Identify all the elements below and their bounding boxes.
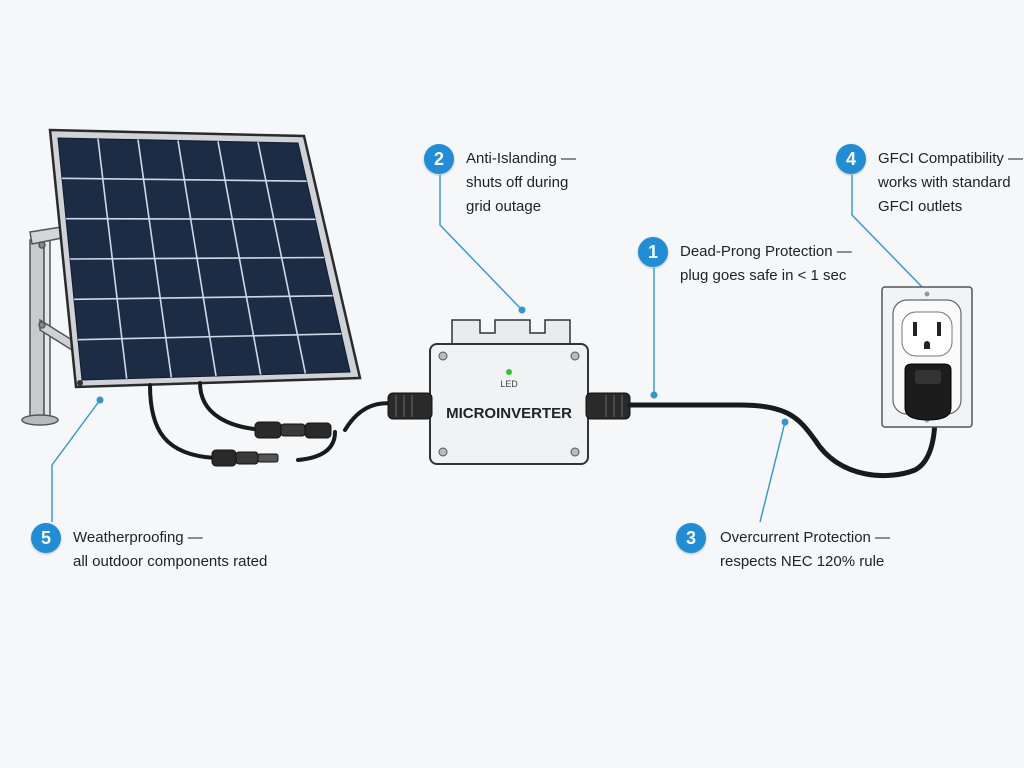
inverter-label: MICROINVERTER <box>446 405 572 422</box>
callout-text-3: Overcurrent Protection — respects NEC 12… <box>720 526 890 574</box>
callout-badge-1: 1 <box>638 237 668 267</box>
callout-detail: respects NEC 120% rule <box>720 553 885 570</box>
callout-text-5: Weatherproofing — all outdoor components… <box>73 526 267 574</box>
callout-badge-2: 2 <box>424 144 454 174</box>
mc4-connectors <box>211 421 332 467</box>
callout-title: GFCI Compatibility — <box>878 150 1024 167</box>
callout-title: Anti-Islanding — <box>466 150 577 167</box>
callout-title: Dead-Prong Protection — <box>680 243 852 260</box>
leader-line-2 <box>439 175 523 311</box>
callout-badge-5: 5 <box>31 523 61 553</box>
callout-title: Weatherproofing — <box>73 529 203 546</box>
cell-divider <box>73 294 333 301</box>
leader-line-3 <box>759 421 786 523</box>
callout-text-2: Anti-Islanding — shuts off during grid o… <box>466 147 576 219</box>
status-led <box>506 369 512 375</box>
callout-detail: all outdoor components rated <box>73 553 268 570</box>
callout-detail-2: grid outage <box>466 198 542 215</box>
leader-line-5 <box>51 399 101 522</box>
callout-text-4: GFCI Compatibility — works with standard… <box>878 147 1023 219</box>
callout-detail: plug goes safe in < 1 sec <box>680 267 847 284</box>
callout-detail-2: GFCI outlets <box>878 198 963 215</box>
cell-divider <box>61 177 307 182</box>
solar-panel <box>48 128 362 389</box>
leader-line-4 <box>851 175 926 291</box>
gfci-outlet <box>881 286 973 428</box>
callout-detail: shuts off during <box>466 174 569 191</box>
ac-cable <box>627 402 938 479</box>
panel-mount-stand <box>21 223 83 426</box>
led-label: LED <box>500 379 518 389</box>
callout-detail: works with standard <box>878 174 1011 191</box>
callout-title: Overcurrent Protection — <box>720 529 891 546</box>
cell-divider <box>65 217 316 221</box>
cell-divider <box>77 333 342 341</box>
microinverter: LED MICROINVERTER <box>387 319 631 465</box>
callout-text-1: Dead-Prong Protection — plug goes safe i… <box>680 240 852 288</box>
cell-divider <box>69 256 325 260</box>
callout-badge-3: 3 <box>676 523 706 553</box>
panel-cells <box>61 138 342 379</box>
callout-badge-4: 4 <box>836 144 866 174</box>
